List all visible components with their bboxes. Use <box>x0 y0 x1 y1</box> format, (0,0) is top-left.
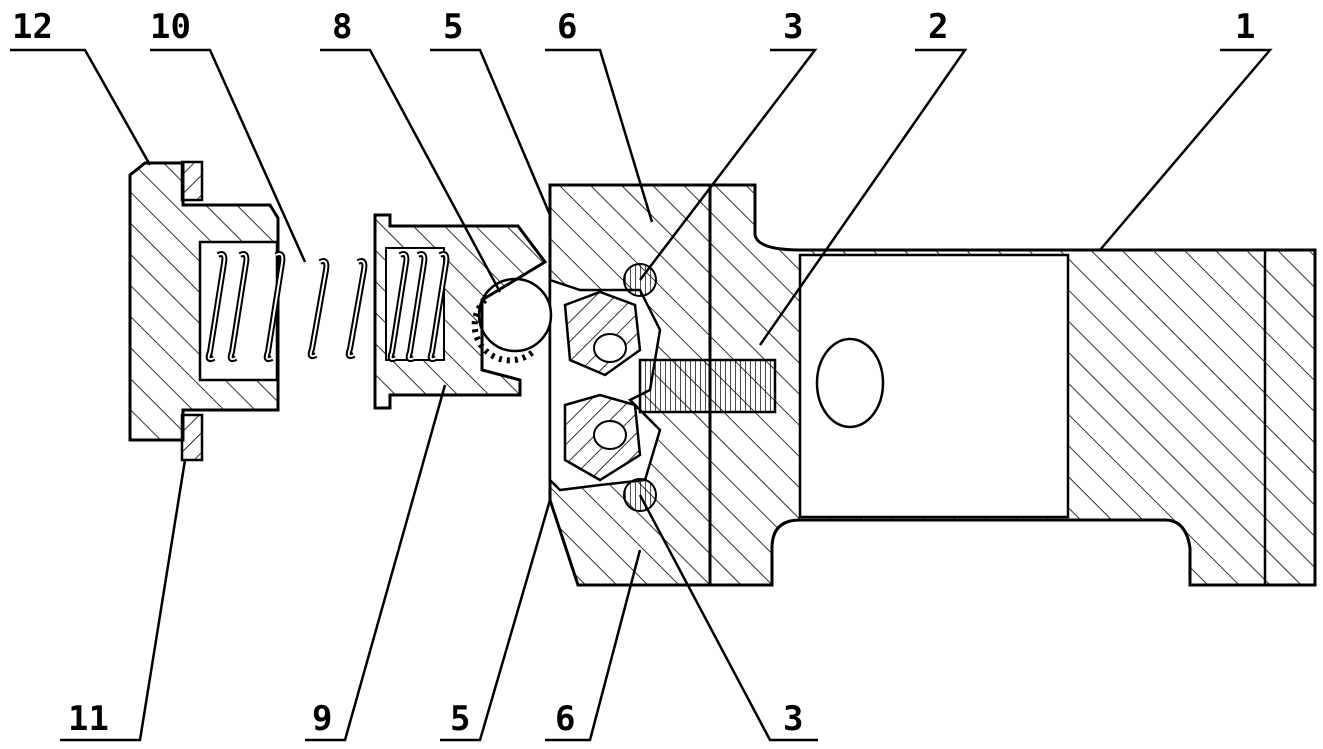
part-5-6-blocks <box>548 183 777 587</box>
spring-coil-inner <box>265 253 284 361</box>
spring-coil-inner <box>229 253 248 361</box>
part-1-body <box>708 183 1317 587</box>
spring-coil-inner <box>429 253 448 361</box>
part-9-spring-seat <box>373 213 548 410</box>
label-6b: 6 <box>555 699 575 739</box>
label-6: 6 <box>557 7 577 47</box>
label-12: 12 <box>12 7 53 47</box>
label-10: 10 <box>150 7 191 47</box>
spring-coil-inner <box>309 260 328 358</box>
label-8: 8 <box>332 7 352 47</box>
label-9: 9 <box>312 699 332 739</box>
label-5b: 5 <box>450 699 470 739</box>
spring-coil-inner <box>207 253 226 361</box>
label-1: 1 <box>1235 7 1255 47</box>
label-3b: 3 <box>783 699 803 739</box>
label-11: 11 <box>68 699 109 739</box>
spring-coil-inner <box>347 260 366 358</box>
part-12-cap <box>128 160 280 462</box>
part-11-pin-bottom <box>180 413 204 462</box>
part-2-screw <box>638 358 777 414</box>
part-11-pin-top <box>180 160 204 202</box>
label-3: 3 <box>783 7 803 47</box>
part-10-spring <box>205 251 450 363</box>
label-2: 2 <box>928 7 948 47</box>
spring-coil-inner <box>407 253 426 361</box>
leader-lines <box>10 48 1273 742</box>
label-5: 5 <box>443 7 463 47</box>
spring-coil-inner <box>389 253 408 361</box>
